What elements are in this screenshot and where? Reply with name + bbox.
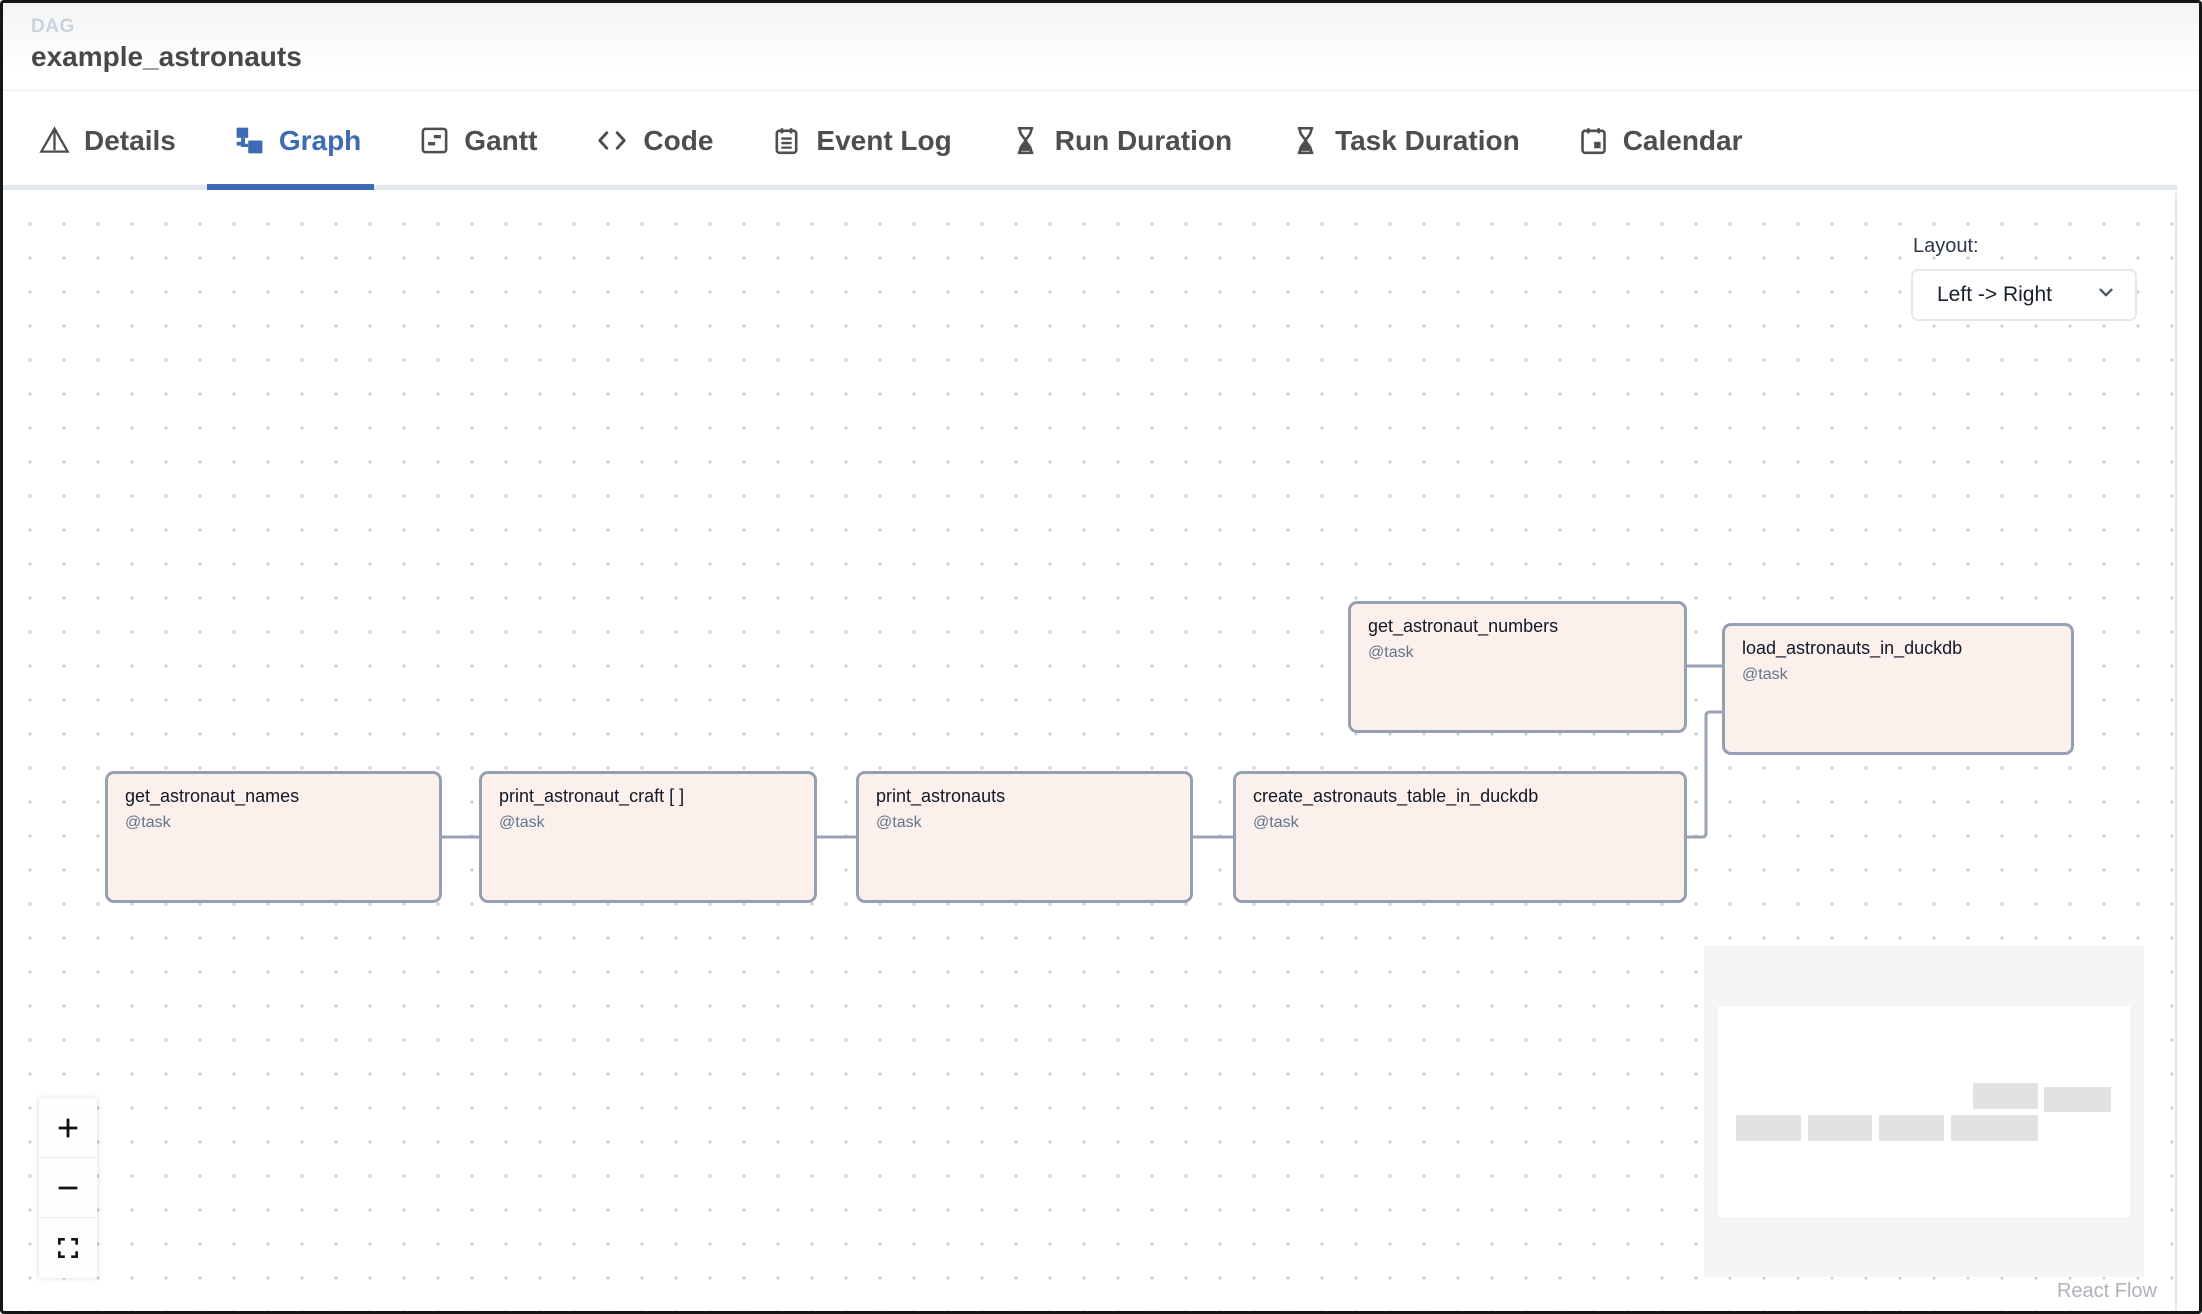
fit-view-icon bbox=[58, 1238, 78, 1258]
task-decorator: @task bbox=[876, 814, 922, 831]
minimap-node bbox=[1951, 1115, 2038, 1141]
layout-label: Layout: bbox=[1913, 235, 1979, 257]
dag-tab-bar: Details Graph Gantt bbox=[3, 91, 2199, 190]
layout-select[interactable]: Left -> Right bbox=[1911, 269, 2137, 321]
task-node-create_astronauts_table_in_duckdb[interactable]: create_astronauts_table_in_duckdb @task bbox=[1233, 771, 1687, 903]
task-node-get_astronaut_names[interactable]: get_astronaut_names @task bbox=[105, 771, 442, 903]
minimap-node bbox=[1973, 1083, 2038, 1109]
react-flow-attribution: React Flow bbox=[2056, 1280, 2157, 1302]
tab-run-duration[interactable]: Run Duration bbox=[1010, 91, 1232, 190]
task-node-load_astronauts_in_duckdb[interactable]: load_astronauts_in_duckdb @task bbox=[1722, 623, 2074, 755]
chevron-down-icon bbox=[2095, 281, 2117, 309]
hourglass-icon bbox=[1290, 125, 1321, 156]
tab-code[interactable]: Code bbox=[595, 91, 713, 190]
task-decorator: @task bbox=[499, 814, 545, 831]
dag-kicker-label: DAG bbox=[31, 16, 75, 37]
task-title: print_astronauts bbox=[876, 786, 1006, 806]
minimap-node bbox=[2044, 1087, 2111, 1112]
task-decorator: @task bbox=[1253, 814, 1299, 831]
flow-controls bbox=[39, 1098, 97, 1278]
graph-icon bbox=[234, 125, 265, 156]
warning-triangle-icon bbox=[39, 125, 70, 156]
tab-details[interactable]: Details bbox=[39, 91, 176, 190]
tab-event-log[interactable]: Event Log bbox=[771, 91, 952, 190]
minimap-node bbox=[1879, 1115, 1944, 1141]
task-title: load_astronauts_in_duckdb bbox=[1742, 638, 1963, 658]
plus-icon bbox=[58, 1118, 78, 1137]
task-node-get_astronaut_numbers[interactable]: get_astronaut_numbers @task bbox=[1348, 601, 1687, 733]
task-title: get_astronaut_numbers bbox=[1368, 616, 1559, 636]
tab-calendar[interactable]: Calendar bbox=[1578, 91, 1743, 190]
tab-gantt[interactable]: Gantt bbox=[419, 91, 537, 190]
tab-label: Run Duration bbox=[1054, 124, 1233, 156]
dag-title: example_astronauts bbox=[31, 41, 302, 72]
minus-icon bbox=[58, 1186, 78, 1189]
gantt-icon bbox=[419, 125, 450, 156]
minimap-node bbox=[1736, 1115, 1801, 1141]
tab-task-duration[interactable]: Task Duration bbox=[1290, 91, 1520, 190]
tab-label: Event Log bbox=[816, 124, 952, 156]
minimap-node bbox=[1808, 1115, 1872, 1141]
calendar-icon bbox=[1578, 125, 1609, 156]
fit-view-button[interactable] bbox=[39, 1218, 97, 1278]
edge-create-to-load bbox=[1687, 710, 1722, 839]
tab-label: Calendar bbox=[1622, 124, 1743, 156]
graph-canvas[interactable]: get_astronaut_names @task print_astronau… bbox=[3, 193, 2177, 1311]
tab-label: Details bbox=[84, 124, 176, 156]
tab-label: Code bbox=[643, 124, 714, 156]
zoom-in-button[interactable] bbox=[39, 1098, 97, 1158]
task-node-print_astronaut_craft[interactable]: print_astronaut_craft [ ] @task bbox=[479, 771, 817, 903]
code-icon bbox=[595, 125, 629, 156]
tab-label: Graph bbox=[278, 124, 362, 156]
task-title: print_astronaut_craft [ ] bbox=[499, 786, 685, 806]
task-decorator: @task bbox=[1742, 666, 1788, 683]
dag-header: DAG example_astronauts bbox=[3, 3, 2199, 91]
task-decorator: @task bbox=[125, 814, 171, 831]
task-title: create_astronauts_table_in_duckdb bbox=[1253, 786, 1539, 806]
tab-graph[interactable]: Graph bbox=[206, 91, 375, 190]
task-title: get_astronaut_names bbox=[125, 786, 300, 806]
layout-select-value: Left -> Right bbox=[1937, 283, 2052, 306]
task-node-print_astronauts[interactable]: print_astronauts @task bbox=[856, 771, 1193, 903]
event-log-icon bbox=[771, 125, 802, 156]
tab-label: Gantt bbox=[464, 124, 538, 156]
flow-minimap[interactable] bbox=[1704, 946, 2144, 1277]
task-decorator: @task bbox=[1368, 644, 1414, 661]
tab-label: Task Duration bbox=[1335, 124, 1520, 156]
zoom-out-button[interactable] bbox=[39, 1158, 97, 1218]
hourglass-icon bbox=[1010, 125, 1041, 156]
